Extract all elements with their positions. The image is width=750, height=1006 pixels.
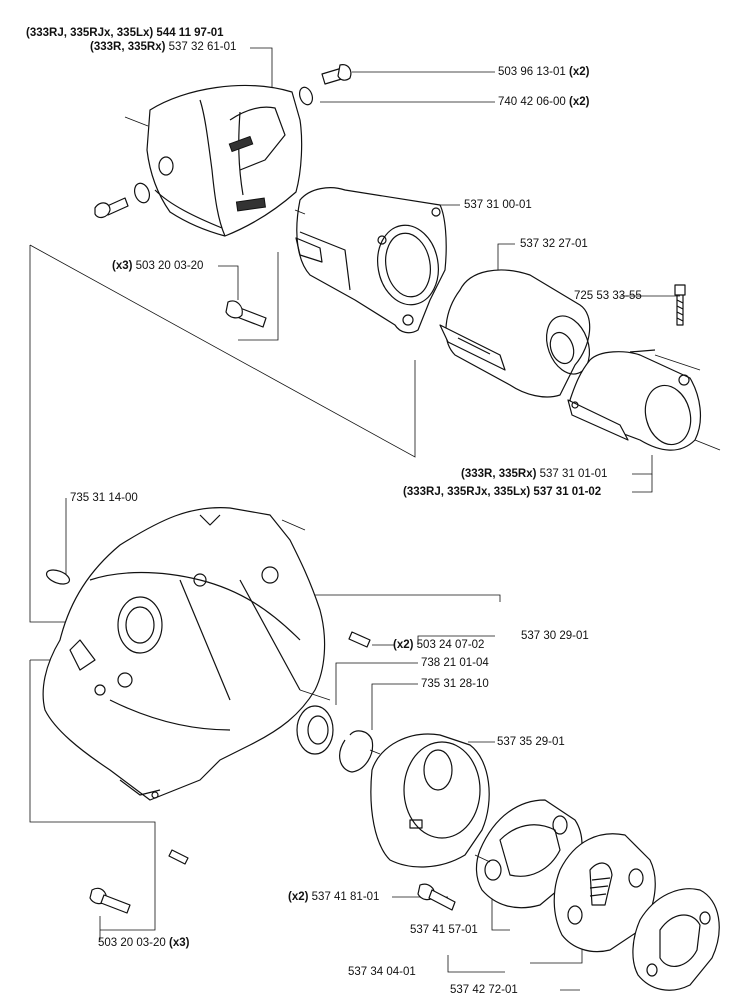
screw-bottom-part <box>89 887 131 914</box>
housing-part <box>295 187 447 334</box>
label-clamp-rj-qual: (333RJ, 335RJx, 335Lx) <box>403 486 531 498</box>
label-sleeve: 537 32 27-01 <box>520 238 588 251</box>
label-clamp-r-num: 537 31 01-01 <box>539 468 608 480</box>
label-shoulder-screw-num: 537 41 81-01 <box>311 891 380 903</box>
label-cover-r: (333R, 335Rx) 537 32 61-01 <box>90 41 236 54</box>
bolt-part <box>674 284 686 326</box>
label-cover-r-num: 537 32 61-01 <box>168 41 237 53</box>
label-clamp-rj: (333RJ, 335RJx, 335Lx) 537 31 01-02 <box>403 486 601 499</box>
label-clutch-assy-num: 537 30 29-01 <box>521 630 589 642</box>
clutch-part <box>553 833 656 953</box>
label-shoulder-screw-qty: (x2) <box>288 891 309 903</box>
sleeve-part <box>439 269 591 398</box>
label-clutch-assy: 537 30 29-01 <box>521 630 589 643</box>
label-bolt-num: 725 53 33-55 <box>574 290 642 302</box>
label-cover-rj-qual: (333RJ, 335RJx, 335Lx) <box>26 27 154 39</box>
bearing-part <box>296 705 334 755</box>
label-screw-bottom-num: 503 20 03-20 <box>98 937 166 949</box>
oring-left-part <box>45 569 71 585</box>
label-sleeve-num: 537 32 27-01 <box>520 238 588 250</box>
label-spring-num: 537 42 72-01 <box>450 984 518 996</box>
screw-left-part <box>225 300 267 328</box>
label-shoulder-screw: (x2) 537 41 81-01 <box>288 891 379 904</box>
label-clamp-r-qual: (333R, 335Rx) <box>461 468 537 480</box>
label-plate: 537 41 57-01 <box>410 924 478 937</box>
label-spring: 537 42 72-01 <box>450 984 518 997</box>
label-bearing-num: 738 21 01-04 <box>421 657 489 669</box>
pin-part <box>168 631 371 865</box>
label-bearing: 738 21 01-04 <box>421 657 489 670</box>
crankcase-part <box>42 507 326 801</box>
label-drum: 537 35 29-01 <box>497 736 565 749</box>
label-screw-bottom: 503 20 03-20 (x3) <box>98 937 189 950</box>
label-clamp-r: (333R, 335Rx) 537 31 01-01 <box>461 468 607 481</box>
label-screw-top: 503 96 13-01 (x2) <box>498 66 589 79</box>
label-circlip-num: 735 31 28-10 <box>421 678 489 690</box>
label-screw-left-num: 503 20 03-20 <box>135 260 204 272</box>
spring-plate-part <box>632 888 720 991</box>
label-screw-left-qty: (x3) <box>112 260 133 272</box>
label-screw-top-qty: (x2) <box>569 66 590 78</box>
label-screw-left: (x3) 503 20 03-20 <box>112 260 203 273</box>
label-plate-num: 537 41 57-01 <box>410 924 478 936</box>
drum-part <box>370 733 490 868</box>
label-pin: (x2) 503 24 07-02 <box>393 639 484 652</box>
label-screw-top-num: 503 96 13-01 <box>498 66 566 78</box>
label-drum-num: 537 35 29-01 <box>497 736 565 748</box>
label-oring-top-num: 740 42 06-00 <box>498 96 566 108</box>
clamp-part <box>567 349 701 451</box>
label-pin-qty: (x2) <box>393 639 414 651</box>
label-cover-r-qual: (333R, 335Rx) <box>90 41 166 53</box>
label-cover-rj: (333RJ, 335RJx, 335Lx) 544 11 97-01 <box>26 27 224 40</box>
circlip-part <box>339 730 374 773</box>
label-screw-bottom-qty: (x3) <box>169 937 190 949</box>
label-bolt: 725 53 33-55 <box>574 290 642 303</box>
label-oring-top: 740 42 06-00 (x2) <box>498 96 589 109</box>
cover-part <box>146 84 303 237</box>
label-oring-left-num: 735 31 14-00 <box>70 492 138 504</box>
label-clamp-rj-num: 537 31 01-02 <box>533 486 602 498</box>
assembly-axis-lines <box>124 116 721 863</box>
label-oring-left: 735 31 14-00 <box>70 492 138 505</box>
label-housing-num: 537 31 00-01 <box>464 199 532 211</box>
screw-top-part <box>94 64 352 219</box>
label-cover-rj-num: 544 11 97-01 <box>156 27 224 39</box>
label-circlip: 735 31 28-10 <box>421 678 489 691</box>
label-clutch: 537 34 04-01 <box>348 966 416 979</box>
shoulder-screw-part <box>417 883 456 911</box>
label-clutch-num: 537 34 04-01 <box>348 966 416 978</box>
label-housing: 537 31 00-01 <box>464 199 532 212</box>
label-oring-top-qty: (x2) <box>569 96 590 108</box>
label-pin-num: 503 24 07-02 <box>416 639 485 651</box>
